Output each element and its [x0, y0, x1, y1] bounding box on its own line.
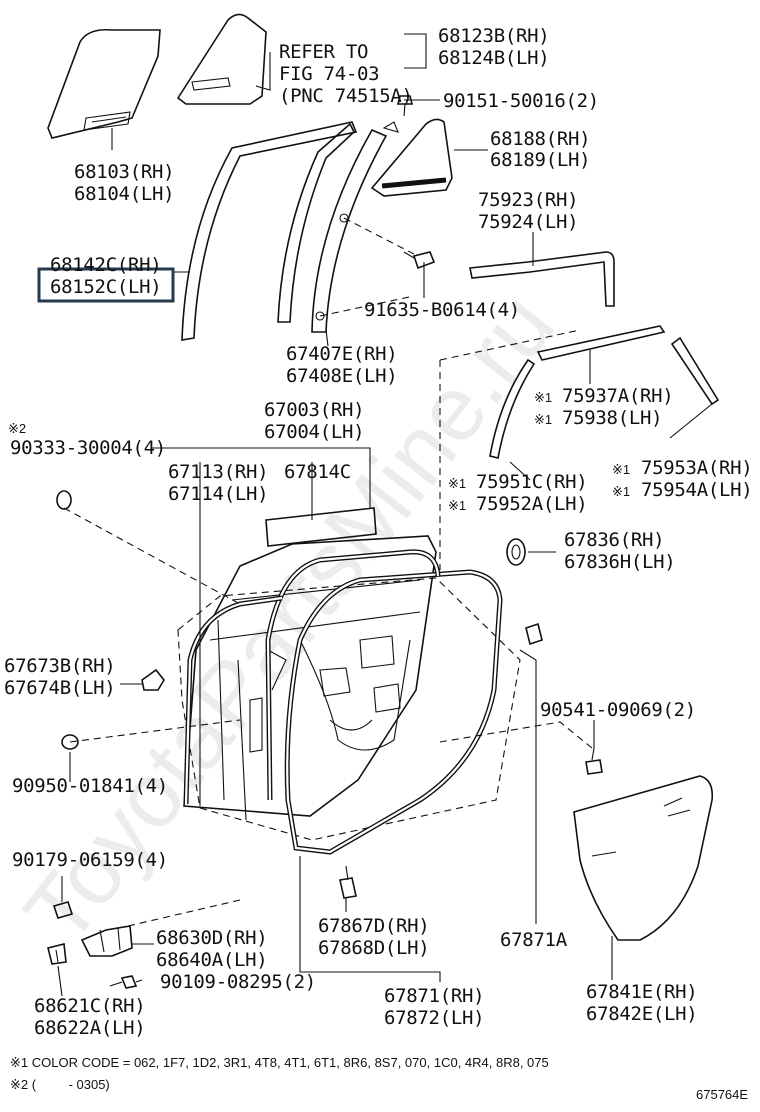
service-cover-sheet-part[interactable] — [573, 775, 714, 941]
footnote-color-code: ※1 COLOR CODE = 062, 1F7, 1D2, 3R1, 4T8,… — [10, 1055, 549, 1070]
label-90541: 90541-09069(2) — [540, 699, 696, 721]
label-67114-lh: 67114(LH) — [168, 483, 268, 505]
figure-code: 675764E — [696, 1087, 748, 1102]
label-75938-lh: 75938(LH) — [562, 407, 662, 429]
label-68630D-rh: 68630D(RH) — [156, 927, 267, 949]
division-bar-part[interactable] — [277, 122, 355, 323]
label-68640A-lh: 68640A(LH) — [156, 949, 267, 971]
label-68152C-lh: 68152C(LH) — [50, 276, 161, 298]
grommet-67836[interactable] — [506, 538, 526, 566]
label-68621C-rh: 68621C(RH) — [34, 995, 145, 1017]
label-67407E-rh: 67407E(RH) — [286, 343, 397, 365]
bolt-90109[interactable] — [109, 975, 138, 989]
label-67408E-lh: 67408E(LH) — [286, 365, 397, 387]
label-75924-lh: 75924(LH) — [478, 211, 578, 233]
label-67673B-rh: 67673B(RH) — [4, 655, 115, 677]
rear-garnish-strip[interactable] — [670, 336, 720, 406]
label-67674B-lh: 67674B(LH) — [4, 677, 115, 699]
upper-garnish-strip[interactable] — [536, 325, 666, 361]
bolt-91635[interactable] — [403, 251, 436, 270]
label-75951C-rh: 75951C(RH) — [476, 471, 587, 493]
label-91635: 91635-B0614(4) — [364, 299, 520, 321]
screw-90151[interactable] — [396, 95, 414, 117]
label-67003-rh: 67003(RH) — [264, 399, 364, 421]
mark-75938: ※1 — [534, 412, 552, 427]
clip-90541[interactable] — [585, 747, 603, 775]
label-67872-lh: 67872(LH) — [384, 1007, 484, 1029]
refer-line-2: FIG 74-03 — [279, 63, 379, 85]
mark-75953: ※1 — [612, 462, 630, 477]
label-67871A: 67871A — [500, 929, 568, 951]
label-67842E-lh: 67842E(LH) — [586, 1003, 697, 1025]
label-67113-rh: 67113(RH) — [168, 461, 268, 483]
clip-lower[interactable] — [339, 865, 357, 899]
label-90950: 90950-01841(4) — [12, 775, 168, 797]
label-68142C-rh: 68142C(RH) — [50, 254, 161, 276]
footnote-date-range: ※2 ( - 0305) — [10, 1077, 110, 1092]
mark-75937: ※1 — [534, 390, 552, 405]
label-75954A-lh: 75954A(LH) — [641, 479, 752, 501]
clip-small[interactable] — [382, 121, 399, 133]
door-panel-part[interactable] — [183, 535, 437, 821]
side-garnish-strip[interactable] — [489, 358, 536, 459]
clip-67673[interactable] — [141, 668, 165, 691]
label-68123B-rh: 68123B(RH) — [438, 25, 549, 47]
belt-moulding-part[interactable] — [469, 251, 615, 307]
door-frame-sash-part[interactable] — [183, 595, 283, 805]
label-67871-rh: 67871(RH) — [384, 985, 484, 1007]
nut-90179[interactable] — [52, 901, 74, 919]
label-90109: 90109-08295(2) — [160, 971, 316, 993]
label-90179: 90179-06159(4) — [12, 849, 168, 871]
label-67004-lh: 67004(LH) — [264, 421, 364, 443]
label-68104-lh: 68104(LH) — [74, 183, 174, 205]
leader-lines — [57, 33, 713, 997]
door-weatherstrip-part[interactable] — [284, 569, 503, 855]
label-67836H-lh: 67836H(LH) — [564, 551, 675, 573]
hole-plug-90333[interactable] — [56, 490, 72, 510]
outer-panel-outline — [177, 577, 521, 841]
mark-75954: ※1 — [612, 484, 630, 499]
label-67841E-rh: 67841E(RH) — [586, 981, 697, 1003]
refer-line-3: (PNC 74515A) — [279, 85, 413, 107]
label-68622A-lh: 68622A(LH) — [34, 1017, 145, 1039]
quarter-window-glass-part[interactable] — [176, 13, 267, 105]
label-67814C: 67814C — [284, 461, 351, 483]
label-75937A-rh: 75937A(RH) — [562, 385, 673, 407]
rear-door-glass-part[interactable] — [47, 28, 161, 139]
mark-75952: ※1 — [448, 498, 466, 513]
door-hinge-part[interactable] — [80, 925, 133, 957]
label-67836-rh: 67836(RH) — [564, 529, 664, 551]
label-75953A-rh: 75953A(RH) — [641, 457, 752, 479]
mark-75951: ※1 — [448, 476, 466, 491]
window-frame-piece[interactable] — [311, 128, 388, 333]
glass-run-channel-part[interactable] — [181, 121, 358, 341]
label-68189-lh: 68189(LH) — [490, 149, 590, 171]
label-90333: 90333-30004(4) — [10, 437, 166, 459]
label-75952A-lh: 75952A(LH) — [476, 493, 587, 515]
service-hole-cover[interactable] — [265, 507, 377, 547]
lower-hinge-part[interactable] — [47, 943, 67, 965]
label-68188-rh: 68188(RH) — [490, 128, 590, 150]
quarter-window-assembly[interactable] — [370, 118, 453, 197]
label-75923-rh: 75923(RH) — [478, 189, 578, 211]
highlight-box — [37, 267, 175, 303]
clip-upper[interactable] — [525, 622, 543, 646]
opening-weatherstrip-part[interactable] — [265, 549, 441, 801]
refer-line-1: REFER TO — [279, 41, 368, 63]
label-68103-rh: 68103(RH) — [74, 161, 174, 183]
label-68124B-lh: 68124B(LH) — [438, 47, 549, 69]
mark-90333: ※2 — [8, 421, 26, 436]
plug-90950[interactable] — [61, 734, 79, 750]
label-90151: 90151-50016(2) — [443, 90, 599, 112]
label-67867D-rh: 67867D(RH) — [318, 915, 429, 937]
label-67868D-lh: 67868D(LH) — [318, 937, 429, 959]
